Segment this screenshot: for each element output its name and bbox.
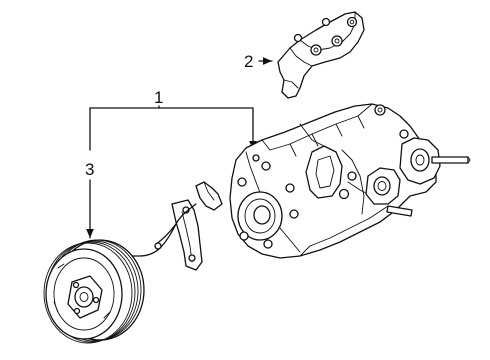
callout-3-label: 3 bbox=[85, 160, 94, 179]
clutch-pulley-icon bbox=[43, 239, 145, 344]
callout-1-label: 1 bbox=[154, 88, 163, 107]
leader-line-1 bbox=[89, 105, 257, 151]
ac-compressor-icon bbox=[229, 103, 471, 259]
mounting-bracket-icon bbox=[277, 11, 365, 99]
clutch-wire-connector-icon bbox=[121, 181, 223, 271]
callout-2-label: 2 bbox=[244, 52, 253, 71]
